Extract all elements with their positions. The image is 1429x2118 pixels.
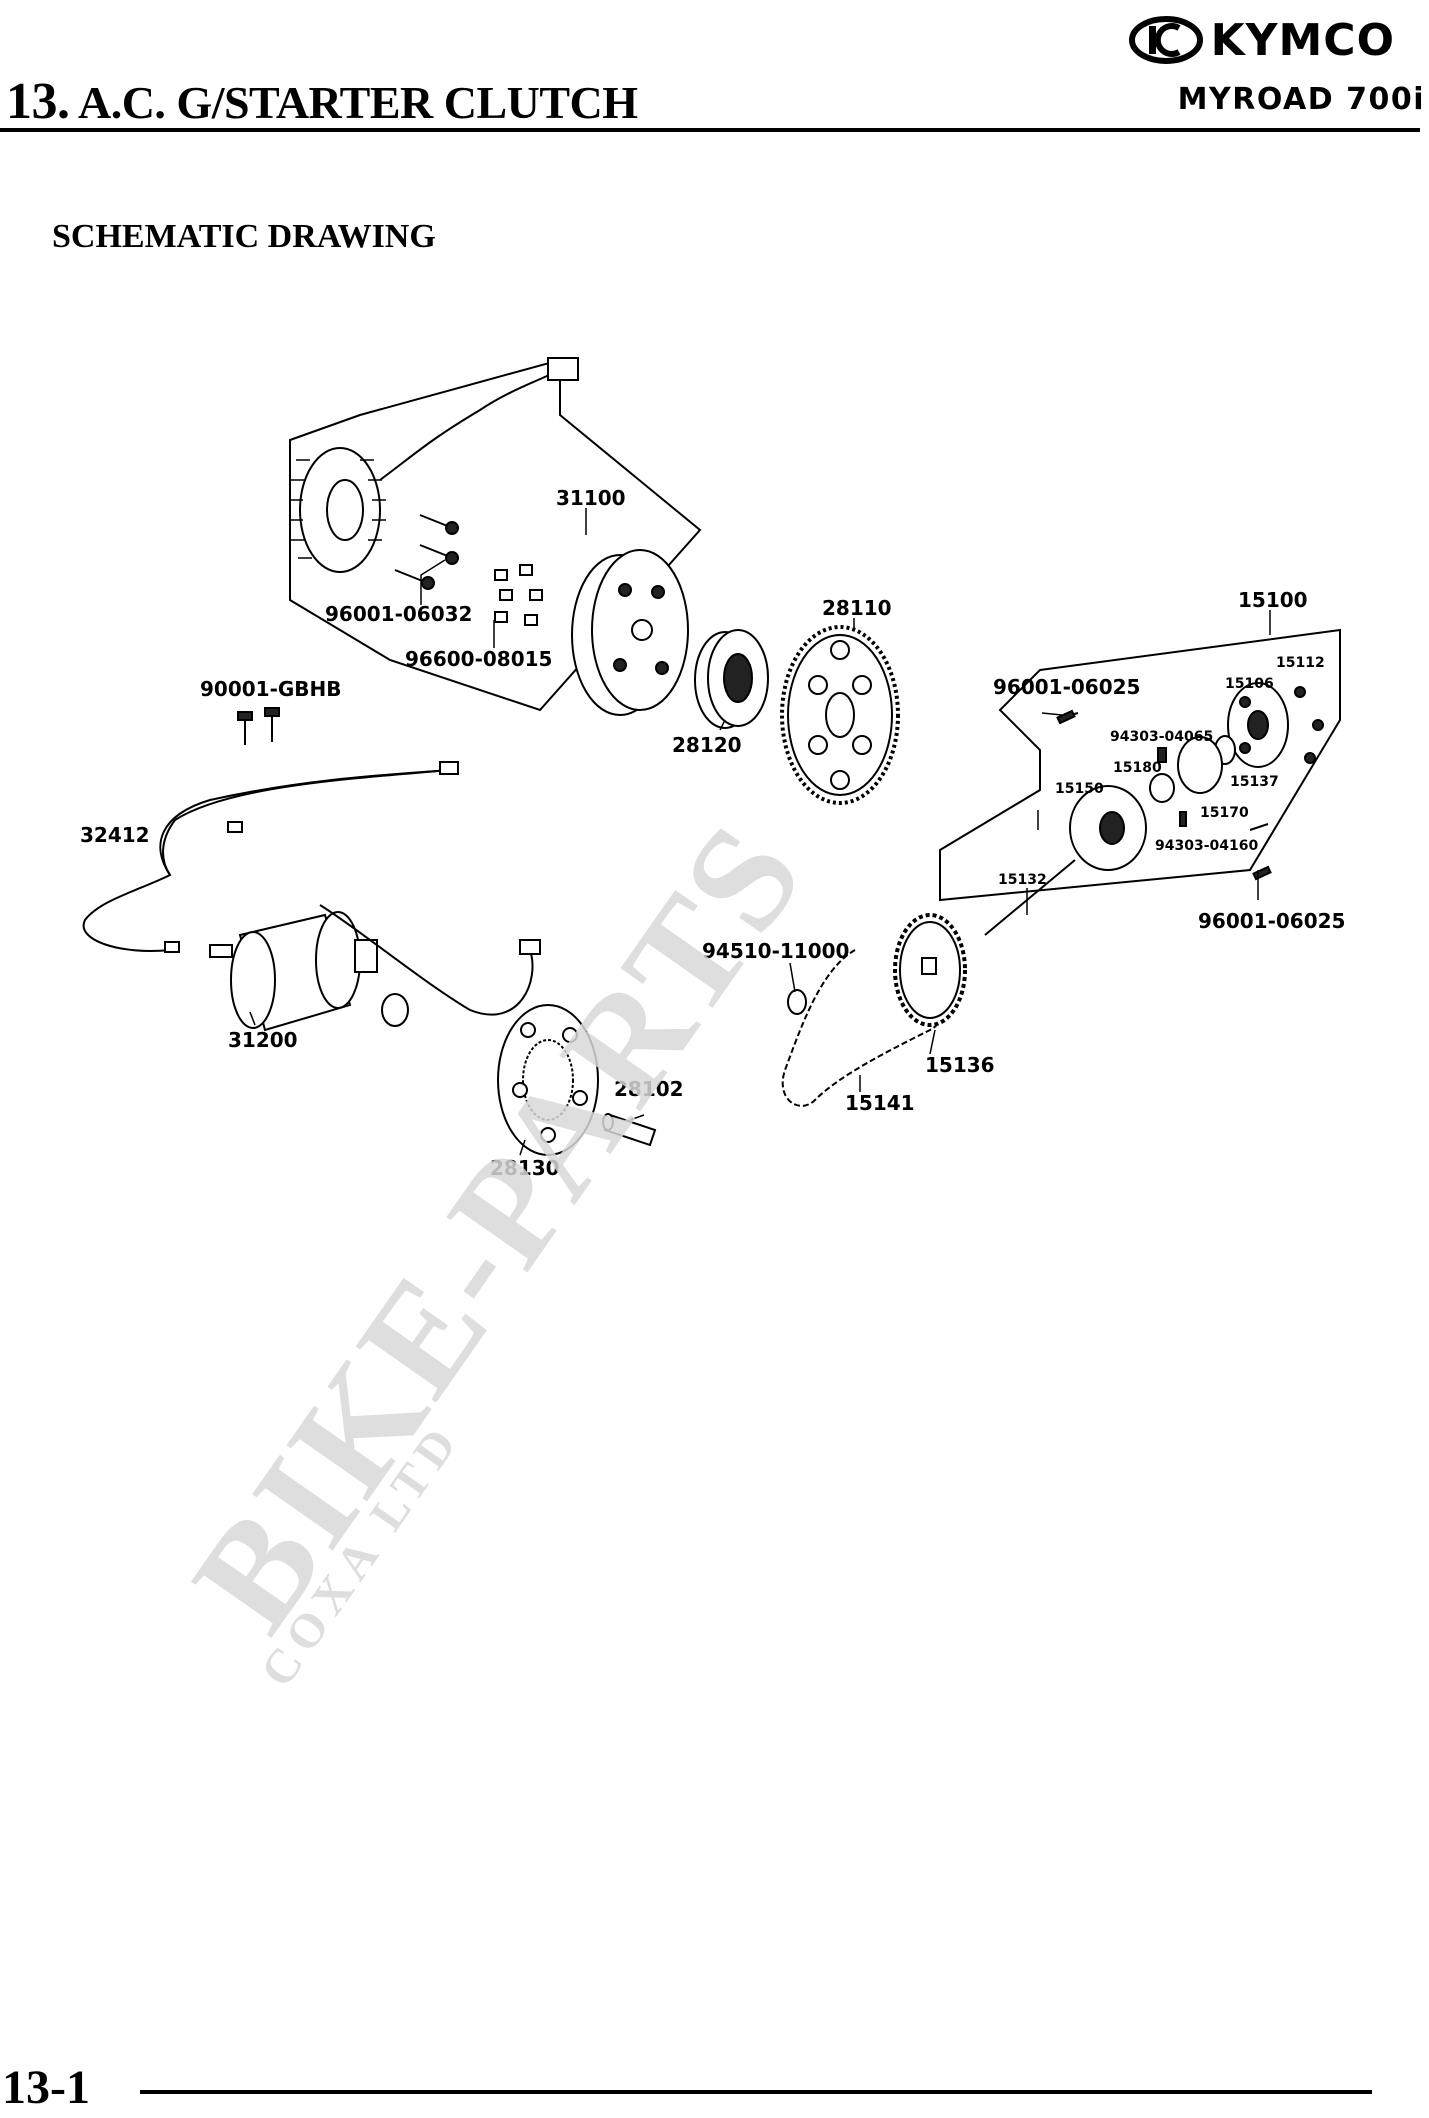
- label-32412: 32412: [80, 823, 150, 847]
- flywheel-rotor-part: [571, 549, 689, 716]
- header-divider: [0, 128, 1420, 132]
- watermark-sub-text: COXA LTD: [251, 1413, 472, 1696]
- leader-lines: [249, 508, 1271, 1156]
- footer-divider: [140, 2090, 1372, 2094]
- label-94303-04160: 94303-04160: [1155, 838, 1258, 854]
- pump-cover-part: [984, 682, 1324, 936]
- sprocket-part: [893, 913, 967, 1027]
- chapter-title: 13. A.C. G/STARTER CLUTCH: [6, 72, 638, 131]
- label-15180: 15180: [1113, 760, 1162, 776]
- label-96001-06032: 96001-06032: [325, 602, 472, 626]
- label-15170: 15170: [1200, 805, 1249, 821]
- label-94303-04065: 94303-04065: [1110, 729, 1213, 745]
- label-15106: 15106: [1225, 676, 1274, 692]
- label-15132: 15132: [998, 872, 1047, 888]
- chapter-name: A.C. G/STARTER CLUTCH: [77, 77, 638, 128]
- label-96600-08015: 96600-08015: [405, 647, 552, 671]
- washer-part: [787, 989, 807, 1015]
- label-31100: 31100: [556, 486, 626, 510]
- exploded-parts-diagram: 31100 96001-06032 96600-08015 28110 2812…: [80, 357, 1345, 1180]
- label-31200: 31200: [228, 1028, 298, 1052]
- label-28102: 28102: [614, 1077, 684, 1101]
- page-number: 13-1: [2, 2061, 90, 2114]
- starter-clutch-part: [694, 629, 769, 729]
- label-15150: 15150: [1055, 781, 1104, 797]
- label-15136: 15136: [925, 1053, 995, 1077]
- label-96001-06025-upper: 96001-06025: [993, 675, 1140, 699]
- stator-bolts-part: [394, 514, 459, 590]
- label-15137: 15137: [1230, 774, 1279, 790]
- model-name: MYROAD 700i: [1177, 82, 1425, 117]
- label-28120: 28120: [672, 733, 742, 757]
- brand-name: KYMCO: [1210, 14, 1395, 66]
- starter-motor-part: [209, 904, 541, 1032]
- label-15112: 15112: [1276, 655, 1325, 671]
- label-96001-06025-lower: 96001-06025: [1198, 909, 1345, 933]
- driven-gear-part: [780, 625, 900, 805]
- reduction-gear-part: [497, 1004, 599, 1156]
- label-15141: 15141: [845, 1091, 915, 1115]
- flywheel-bolts-part: [494, 564, 543, 626]
- brand-logo: KYMCO: [1128, 12, 1395, 68]
- label-28130: 28130: [490, 1156, 560, 1180]
- chapter-number: 13.: [6, 73, 70, 130]
- starter-cable-part: [82, 761, 459, 953]
- label-15100: 15100: [1238, 588, 1308, 612]
- label-94510-11000: 94510-11000: [702, 939, 849, 963]
- wire-bolts-part: [237, 707, 280, 745]
- gear-shaft-part: [602, 1113, 657, 1147]
- label-90001-GBHB: 90001-GBHB: [200, 677, 342, 701]
- kymco-emblem-icon: [1128, 16, 1203, 64]
- section-title: SCHEMATIC DRAWING: [52, 218, 436, 255]
- stator-coil-part: [289, 357, 579, 573]
- label-28110: 28110: [822, 596, 892, 620]
